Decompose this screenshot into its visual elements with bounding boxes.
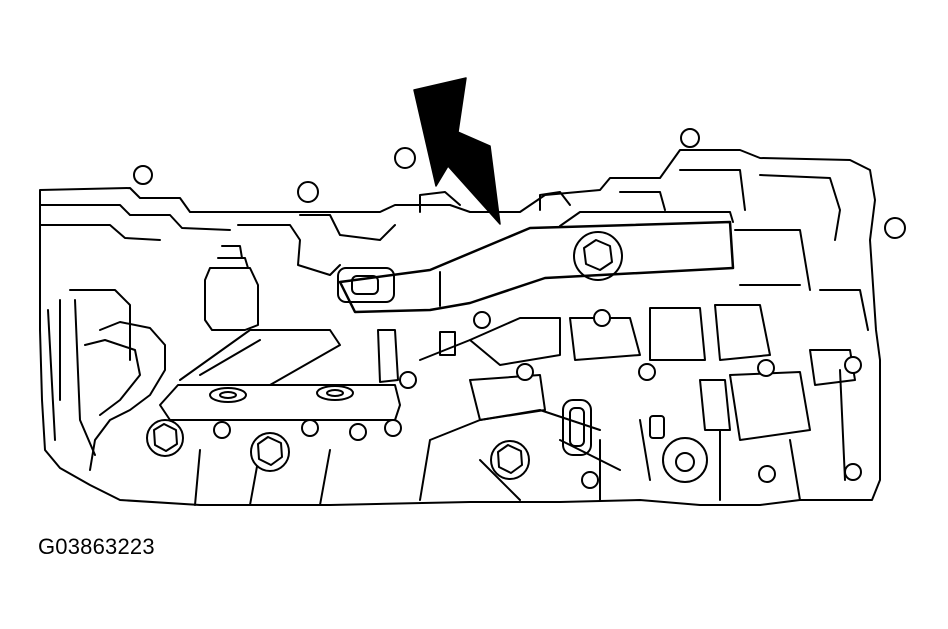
pin-13 <box>213 421 231 439</box>
bolt-mid-right <box>490 440 530 480</box>
pin-9 <box>758 465 776 483</box>
shaft-body <box>89 321 166 471</box>
pin-7 <box>844 356 862 374</box>
housing-left-ribs <box>47 289 131 456</box>
pin-8 <box>844 463 862 481</box>
callout-arrow <box>413 77 501 225</box>
bracket-bolt-washer <box>573 231 623 281</box>
pin-1 <box>473 311 491 329</box>
plate-hole-2 <box>316 385 354 401</box>
upper-bosses <box>419 191 571 213</box>
center-post <box>377 329 456 383</box>
pin-top-2 <box>394 147 416 169</box>
small-slot <box>649 415 665 439</box>
pin-top-1 <box>133 165 153 185</box>
pin-12 <box>301 419 319 437</box>
pin-3 <box>516 363 534 381</box>
pin-6 <box>757 359 775 377</box>
bracket-arm <box>338 220 735 314</box>
pin-2 <box>593 309 611 327</box>
housing-outline <box>39 149 881 506</box>
housing-upper-left-step <box>39 204 231 241</box>
port-ring <box>662 437 708 483</box>
pin-11 <box>384 419 402 437</box>
pin-4 <box>399 371 417 389</box>
pin-top-3 <box>680 128 700 148</box>
bolt-left <box>146 419 184 457</box>
pin-5 <box>638 363 656 381</box>
shaft-inner <box>84 339 141 416</box>
pin-left-boss <box>297 181 319 203</box>
pin-right-edge <box>884 217 906 239</box>
pin-10 <box>581 471 599 489</box>
plate-hole-1-inner <box>219 391 237 399</box>
bracket-bolt-hex <box>583 239 613 271</box>
figure-id-label: G03863223 <box>38 534 155 559</box>
mount-plate <box>159 384 401 421</box>
bracket-clip <box>337 267 395 303</box>
bolt-mid-left <box>250 432 290 472</box>
port-ring-inner <box>675 452 695 472</box>
upper-right-structure <box>619 169 869 331</box>
plate-hole-1 <box>209 387 247 403</box>
cavity-ribs <box>194 339 846 506</box>
slot-outer <box>562 399 592 456</box>
diagonal-strut <box>179 329 341 386</box>
slot-inner <box>569 407 585 447</box>
bracket-clip-inner <box>351 275 379 295</box>
bracket-arm-edge <box>439 211 734 307</box>
sensor-block <box>204 267 259 331</box>
sensor-top <box>217 245 249 269</box>
pin-14 <box>349 423 367 441</box>
upper-linkage <box>237 214 396 276</box>
plate-hole-2-inner <box>326 389 344 397</box>
valve-body-cavities <box>469 304 856 441</box>
